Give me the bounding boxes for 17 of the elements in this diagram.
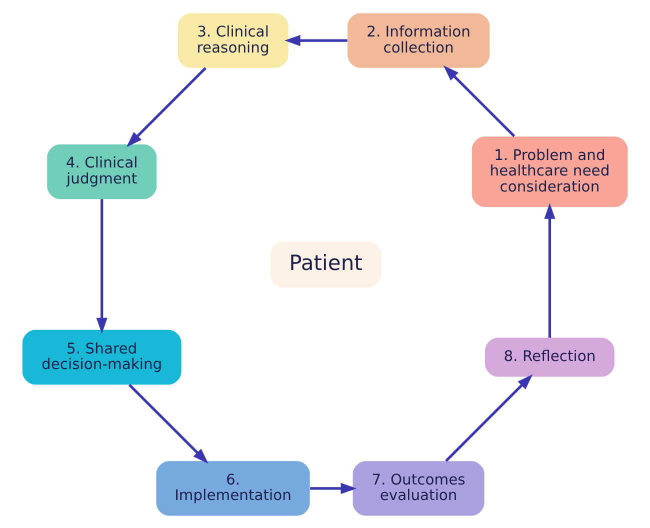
node-box: 3. Clinical reasoning (178, 12, 288, 68)
node-box: 5. Shared decision-making (22, 329, 182, 384)
arrow (445, 374, 533, 462)
arrow (284, 34, 348, 46)
arrow (128, 383, 208, 464)
node-box: 4. Clinical judgment (47, 144, 157, 199)
node-box: 1. Problem and healthcare need consideration (472, 136, 628, 206)
node-box: 6. Implementation (156, 460, 310, 516)
node-box: 8. Reflection (485, 337, 614, 376)
arrow (544, 202, 556, 338)
arrow (310, 482, 357, 494)
node-box: 2. Information collection (348, 12, 490, 68)
node-box: Patient (270, 240, 382, 288)
arrow (443, 64, 516, 137)
node-box: 7. Outcomes evaluation (352, 460, 484, 516)
arrow (126, 66, 206, 147)
arrow (96, 198, 108, 334)
